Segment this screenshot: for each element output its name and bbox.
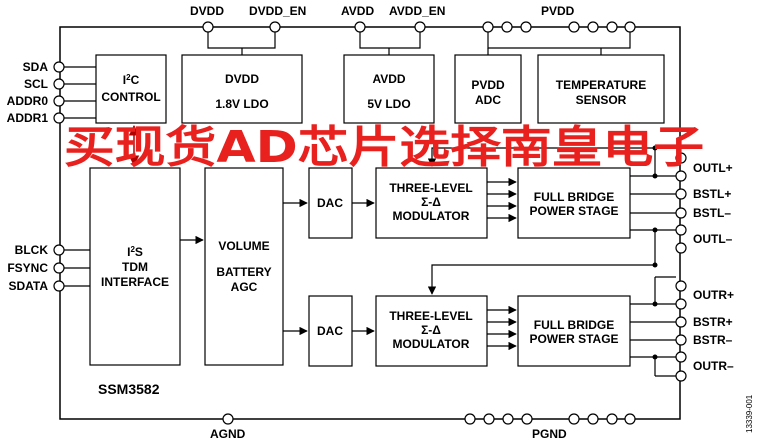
i2s-tdm: TDM bbox=[122, 260, 148, 274]
label-bstr-minus: BSTR– bbox=[693, 333, 733, 347]
pin-bstl-minus bbox=[675, 207, 687, 219]
power-stage-left-block bbox=[517, 167, 631, 239]
avdd-ldo-subtitle: 5V LDO bbox=[367, 97, 410, 111]
dac-left-label: DAC bbox=[317, 196, 343, 210]
label-bstr-plus: BSTR+ bbox=[693, 315, 733, 329]
label-scl: SCL bbox=[24, 77, 48, 91]
modulator-right-block bbox=[375, 295, 488, 367]
label-fsync: FSYNC bbox=[7, 261, 48, 275]
dvdd-ldo-title: DVDD bbox=[225, 72, 259, 86]
pvdd-adc-subtitle: ADC bbox=[475, 93, 501, 107]
mod-right-line3: MODULATOR bbox=[393, 337, 470, 351]
pin-avdd bbox=[354, 21, 366, 33]
dac-left-block bbox=[308, 167, 353, 239]
modulator-left-block bbox=[375, 167, 488, 239]
label-pvdd: PVDD bbox=[541, 4, 575, 18]
pin-agnd bbox=[222, 413, 234, 425]
battery-label: BATTERY bbox=[216, 265, 271, 279]
i2c-control-block bbox=[95, 54, 167, 124]
mod-left-line3: MODULATOR bbox=[393, 209, 470, 223]
pin-addr1 bbox=[53, 112, 65, 124]
pin-bstr-plus bbox=[675, 316, 687, 328]
label-sda: SDA bbox=[23, 60, 49, 74]
pin-bstr-minus bbox=[675, 334, 687, 346]
chip-name: SSM3582 bbox=[98, 381, 160, 397]
i2s-interface: INTERFACE bbox=[101, 275, 169, 289]
power-stage-right-block bbox=[517, 295, 631, 367]
label-sdata: SDATA bbox=[8, 279, 48, 293]
i2s-title: I2S bbox=[127, 245, 143, 260]
pin-fsync bbox=[53, 262, 65, 274]
pin-outl-plus bbox=[675, 152, 687, 164]
pvdd-adc-title: PVDD bbox=[471, 78, 505, 92]
watermark-text: 买现货AD芯片选择南皇电子 bbox=[64, 122, 704, 173]
pin-addr0 bbox=[53, 95, 65, 107]
label-bstl-minus: BSTL– bbox=[693, 206, 731, 220]
agc-label: AGC bbox=[231, 280, 258, 294]
avdd-ldo-title: AVDD bbox=[372, 72, 405, 86]
label-outl-minus: OUTL– bbox=[693, 232, 733, 246]
label-addr1: ADDR1 bbox=[7, 111, 49, 125]
figure-id: 13339-001 bbox=[745, 394, 754, 433]
label-dvdd-en: DVDD_EN bbox=[249, 4, 306, 18]
label-pgnd: PGND bbox=[532, 427, 567, 441]
i2c-title: I2C bbox=[123, 73, 140, 88]
bridge-left-line2: POWER STAGE bbox=[529, 204, 618, 218]
label-addr0: ADDR0 bbox=[7, 94, 49, 108]
label-agnd: AGND bbox=[210, 427, 246, 441]
bridge-right-line2: POWER STAGE bbox=[529, 332, 618, 346]
label-bstl-plus: BSTL+ bbox=[693, 187, 731, 201]
pin-sdata bbox=[53, 280, 65, 292]
pin-scl bbox=[53, 78, 65, 90]
pin-dvdd bbox=[202, 21, 214, 33]
mod-left-line1: THREE-LEVEL bbox=[389, 181, 472, 195]
pin-outl-minus bbox=[675, 224, 687, 236]
label-outr-minus: OUTR– bbox=[693, 359, 734, 373]
dac-right-label: DAC bbox=[317, 324, 343, 338]
pin-outr-minus bbox=[675, 351, 687, 363]
temperature-sensor-block bbox=[537, 54, 665, 124]
pin-sda bbox=[53, 61, 65, 73]
volume-title: VOLUME bbox=[218, 239, 269, 253]
temp-sensor-subtitle: SENSOR bbox=[576, 93, 627, 107]
temp-sensor-title: TEMPERATURE bbox=[556, 78, 646, 92]
volume-agc-block bbox=[204, 167, 284, 366]
mod-right-line2: Σ-Δ bbox=[421, 323, 441, 337]
pin-avdd-en bbox=[414, 21, 426, 33]
label-dvdd: DVDD bbox=[190, 4, 224, 18]
pin-blck bbox=[53, 244, 65, 256]
pin-bstl-plus bbox=[675, 188, 687, 200]
label-avdd: AVDD bbox=[341, 4, 374, 18]
label-outr-plus: OUTR+ bbox=[693, 288, 734, 302]
dac-right-block bbox=[308, 295, 353, 367]
i2c-subtitle: CONTROL bbox=[101, 90, 160, 104]
bridge-left-line1: FULL BRIDGE bbox=[534, 190, 614, 204]
label-outl-plus: OUTL+ bbox=[693, 161, 733, 175]
dvdd-ldo-block bbox=[181, 54, 303, 124]
bridge-right-line1: FULL BRIDGE bbox=[534, 318, 614, 332]
pin-outr-plus bbox=[675, 280, 687, 292]
dvdd-ldo-subtitle: 1.8V LDO bbox=[215, 97, 268, 111]
avdd-ldo-block bbox=[343, 54, 435, 124]
pin-dvdd-en bbox=[269, 21, 281, 33]
label-avdd-en: AVDD_EN bbox=[389, 4, 445, 18]
i2s-tdm-interface-block bbox=[89, 167, 181, 366]
label-blck: BLCK bbox=[15, 243, 49, 257]
chip-outline bbox=[59, 26, 681, 420]
mod-right-line1: THREE-LEVEL bbox=[389, 309, 472, 323]
mod-left-line2: Σ-Δ bbox=[421, 195, 441, 209]
